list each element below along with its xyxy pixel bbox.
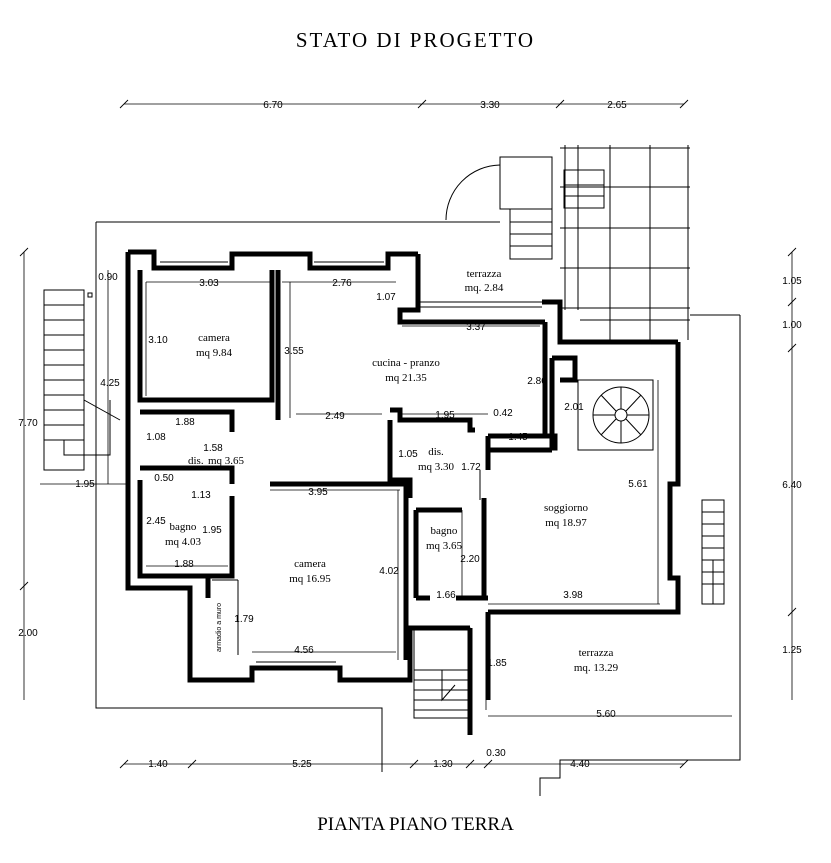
dim-int-5: 3.55 [284, 346, 304, 357]
room-name-terrazza-2: terrazza [579, 647, 614, 659]
drawing-title: STATO DI PROGETTO [295, 28, 536, 52]
room-area-cucina: mq 21.35 [385, 372, 427, 384]
walls [125, 249, 681, 735]
dim-int-8: 2.01 [564, 402, 584, 413]
dim-right-4: 1.25 [782, 645, 802, 656]
dim-int-9: 1.88 [175, 417, 195, 428]
dim-int-27: 1.66 [436, 590, 456, 601]
dim-bottom-4: 0.30 [486, 748, 506, 759]
dim-top-2: 3.30 [480, 100, 500, 111]
site-outline [95, 221, 741, 796]
stair-left [43, 289, 121, 471]
dim-bottom-2: 5.25 [292, 759, 312, 770]
dim-left-inner-3: 1.95 [75, 479, 95, 490]
dim-int-19: 0.50 [154, 473, 174, 484]
dim-int-10: 2.49 [325, 411, 345, 422]
pergola [445, 145, 690, 340]
dim-int-7: 2.86 [527, 376, 547, 387]
dim-int-6: 3.37 [466, 322, 486, 333]
dimension-lines [19, 99, 797, 769]
dim-int-28: 3.98 [563, 590, 583, 601]
room-name-camera-1: camera [198, 332, 230, 344]
dim-int-32: 5.60 [596, 709, 616, 720]
dim-int-21: 3.95 [308, 487, 328, 498]
openings [129, 261, 669, 663]
dim-right-3: 6.40 [782, 480, 802, 491]
room-area-dis-2: mq 3.30 [418, 461, 455, 473]
room-labels: camera mq 9.84 cucina - pranzo mq 21.35 … [165, 268, 619, 674]
dim-left-1: 7.70 [18, 418, 38, 429]
dim-bottom-3: 1.30 [433, 759, 453, 770]
dim-int-11: 1.95 [435, 410, 455, 421]
dim-int-4: 3.10 [148, 335, 168, 346]
room-area-bagno-1: mq 4.03 [165, 536, 202, 548]
dim-int-22: 2.45 [146, 516, 166, 527]
dim-bottom-5: 4.40 [570, 759, 590, 770]
wardrobe-label: armadio a muro [216, 603, 223, 652]
dim-int-20: 1.13 [191, 490, 211, 501]
dim-int-15: 1.58 [203, 443, 223, 454]
dim-int-23: 1.95 [202, 525, 222, 536]
dim-left-inner-2: 4.25 [100, 378, 120, 389]
dim-int-29: 1.79 [234, 614, 254, 625]
dim-int-31: 1.85 [487, 658, 507, 669]
spiral-stair [577, 379, 654, 451]
dimension-labels: 6.70 3.30 2.65 1.40 5.25 1.30 0.30 4.40 … [18, 100, 802, 770]
dim-int-30: 4.56 [294, 645, 314, 656]
room-area-camera-2: mq 16.95 [289, 573, 331, 585]
room-area-soggiorno: mq 18.97 [545, 517, 587, 529]
room-name-camera-2: camera [294, 558, 326, 570]
plan-subtitle: PIANTA PIANO TERRA [317, 814, 514, 835]
dim-int-12: 0.42 [493, 408, 513, 419]
dim-bottom-1: 1.40 [148, 759, 168, 770]
room-name-bagno-1: bagno [170, 521, 197, 533]
dim-int-13: 1.45 [508, 432, 528, 443]
room-area-terrazza-1: mq. 2.84 [465, 282, 504, 294]
dim-top-3: 2.65 [607, 100, 627, 111]
dim-right-2: 1.00 [782, 320, 802, 331]
dim-top-1: 6.70 [263, 100, 283, 111]
room-area-dis-1: mq 3.65 [208, 455, 245, 467]
dim-int-16: 1.05 [398, 449, 418, 460]
dim-int-2: 2.76 [332, 278, 352, 289]
room-name-bagno-2: bagno [431, 525, 458, 537]
dim-left-2: 2.00 [18, 628, 38, 639]
room-area-terrazza-2: mq. 13.29 [574, 662, 619, 674]
dim-int-18: 5.61 [628, 479, 648, 490]
dim-int-17: 1.72 [461, 462, 481, 473]
stair-bottom [413, 627, 471, 719]
room-name-dis-2: dis. [428, 446, 444, 458]
room-area-camera-1: mq 9.84 [196, 347, 233, 359]
dim-int-14: 1.08 [146, 432, 166, 443]
dim-int-25: 1.88 [174, 559, 194, 570]
dim-int-24: 2.20 [460, 554, 480, 565]
dim-int-3: 1.07 [376, 292, 396, 303]
dim-int-1: 3.03 [199, 278, 219, 289]
dim-left-inner-1: 0.90 [98, 272, 118, 283]
dim-int-26: 4.02 [379, 566, 399, 577]
room-name-terrazza-1: terrazza [467, 268, 502, 280]
room-name-dis-1: dis. [188, 455, 204, 467]
room-name-cucina: cucina - pranzo [372, 357, 440, 369]
room-area-bagno-2: mq 3.65 [426, 540, 463, 552]
room-name-soggiorno: soggiorno [544, 502, 589, 514]
stair-right [701, 499, 725, 605]
dim-right-1: 1.05 [782, 276, 802, 287]
